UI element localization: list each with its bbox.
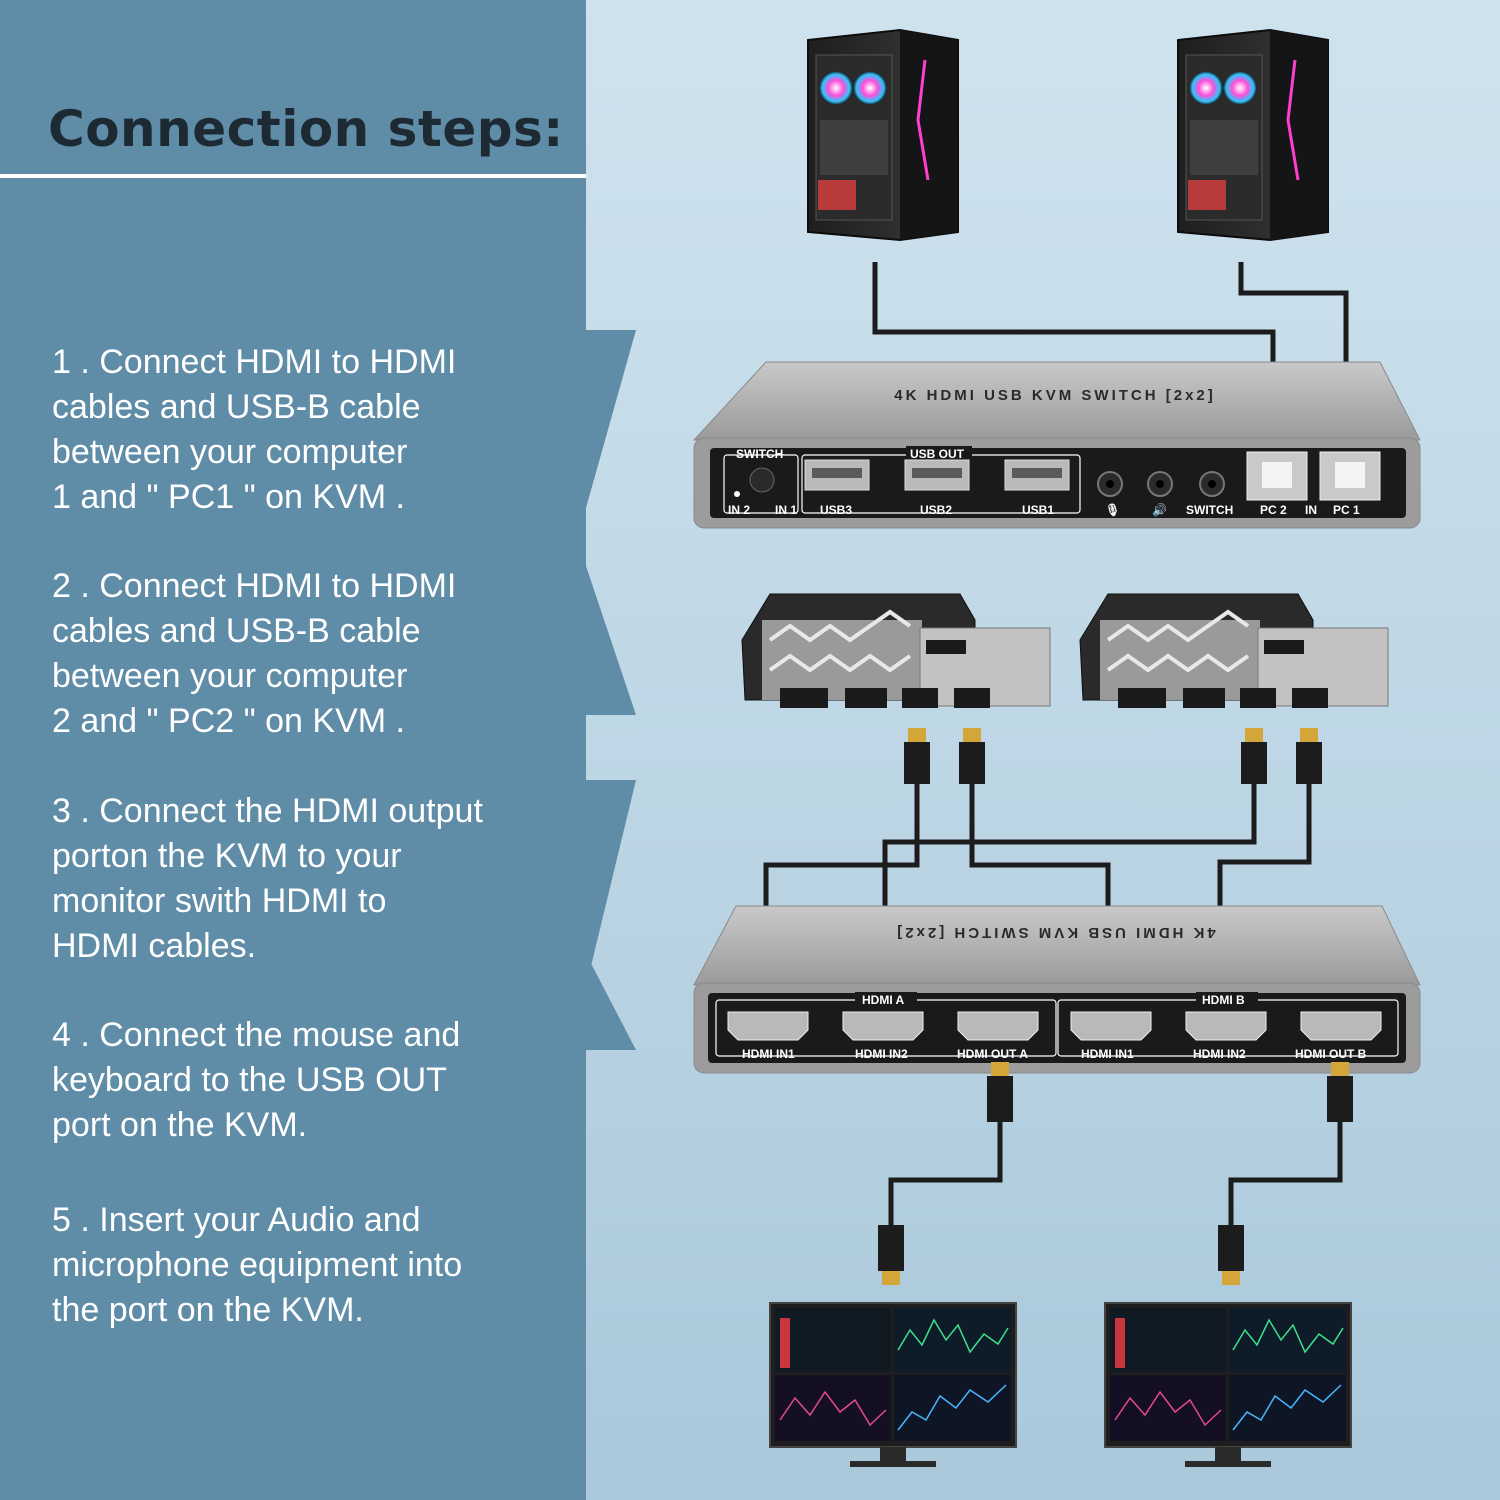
step-4-line-1: 4 . Connect the mouse and (52, 1016, 461, 1054)
step-5-line-1: 5 . Insert your Audio and (52, 1201, 421, 1239)
step-1-line-4: 1 and " PC1 " on KVM . (52, 478, 405, 516)
hdmi-output-plugs (878, 1062, 1353, 1285)
hdmi-b-in1-label: HDMI IN1 (1081, 1047, 1134, 1061)
title-divider (0, 174, 586, 178)
step-4-line-3: port on the KVM. (52, 1106, 308, 1144)
switch-button[interactable] (749, 467, 775, 493)
usb-b-cables (872, 262, 1349, 372)
step-4-line-2: keyboard to the USB OUT (52, 1061, 447, 1099)
in2-label: IN 2 (728, 503, 750, 517)
in1-label: IN 1 (775, 503, 797, 517)
hdmi-b-in2-port[interactable] (1185, 1011, 1267, 1041)
page-title: Connection steps: (48, 100, 564, 158)
switch-port-label: SWITCH (1186, 503, 1233, 517)
step-1-line-2: cables and USB-B cable (52, 388, 421, 426)
step-3-line-2: porton the KVM to your (52, 837, 402, 875)
hdmi-b-in1-port[interactable] (1070, 1011, 1152, 1041)
hdmi-kvm-brand: 4K HDMI USB KVM SWITCH [2x2] (894, 924, 1216, 941)
hdmi-out-b-port[interactable] (1300, 1011, 1382, 1041)
switch-label: SWITCH (736, 447, 783, 461)
graphics-card-1 (741, 593, 1051, 708)
step-4-pointer (584, 950, 636, 1050)
hdmi-out-b-label: HDMI OUT B (1295, 1047, 1367, 1061)
usb2-label: USB2 (920, 503, 952, 517)
step-5-line-3: the port on the KVM. (52, 1291, 364, 1329)
in-label: IN (1305, 503, 1317, 517)
hdmi-out-a-label: HDMI OUT A (957, 1047, 1028, 1061)
hdmi-a-label: HDMI A (862, 993, 905, 1007)
step-4: 4 . Connect the mouse and keyboard to th… (52, 1013, 572, 1148)
usb-kvm-brand: 4K HDMI USB KVM SWITCH [2x2] (894, 387, 1216, 404)
hdmi-b-label: HDMI B (1202, 993, 1245, 1007)
speaker-icon: 🔊 (1152, 502, 1167, 517)
usb1-label: USB1 (1022, 503, 1054, 517)
hdmi-output-cables (888, 1120, 1343, 1228)
microphone-icon: 🎙 (1105, 503, 1120, 517)
step-1: 1 . Connect HDMI to HDMI cables and USB-… (52, 340, 572, 520)
hdmi-b-in2-label: HDMI IN2 (1193, 1047, 1246, 1061)
step-2: 2 . Connect HDMI to HDMI cables and USB-… (52, 564, 572, 744)
step-3-line-1: 3 . Connect the HDMI output (52, 792, 483, 830)
hdmi-input-cables (763, 780, 1312, 915)
kvm-wiring-diagram: 4K HDMI USB KVM SWITCH [2x2] SWITCH IN 2… (692, 28, 1421, 1467)
step-1-pointer (584, 330, 636, 515)
pc2-label: PC 2 (1260, 503, 1287, 517)
usb-kvm-switch: 4K HDMI USB KVM SWITCH [2x2] SWITCH IN 2… (692, 361, 1421, 529)
hdmi-kvm-switch: 4K HDMI USB KVM SWITCH [2x2] HDMI A HDMI… (693, 905, 1421, 1074)
computer-2 (1177, 28, 1329, 242)
graphics-card-2 (1079, 593, 1389, 708)
step-3-line-4: HDMI cables. (52, 927, 257, 965)
usb3-label: USB3 (820, 503, 852, 517)
hdmi-a-in2-port[interactable] (842, 1011, 924, 1041)
computer-1 (807, 28, 959, 242)
monitor-1 (769, 1302, 1017, 1467)
step-2-line-1: 2 . Connect HDMI to HDMI (52, 567, 457, 605)
step-5-line-2: microphone equipment into (52, 1246, 463, 1284)
pc1-label: PC 1 (1333, 503, 1360, 517)
step-1-line-3: between your computer (52, 433, 408, 471)
step-3-line-3: monitor swith HDMI to (52, 882, 387, 920)
step-2-line-2: cables and USB-B cable (52, 612, 421, 650)
step-2-line-4: 2 and " PC2 " on KVM . (52, 702, 405, 740)
step-1-line-1: 1 . Connect HDMI to HDMI (52, 343, 457, 381)
step-3: 3 . Connect the HDMI output porton the K… (52, 789, 572, 969)
hdmi-a-in1-port[interactable] (727, 1011, 809, 1041)
instructions-panel (0, 0, 586, 1500)
step-2-pointer (584, 560, 636, 715)
usb-out-label: USB OUT (910, 447, 965, 461)
hdmi-a-in1-label: HDMI IN1 (742, 1047, 795, 1061)
hdmi-a-in2-label: HDMI IN2 (855, 1047, 908, 1061)
step-2-line-3: between your computer (52, 657, 408, 695)
step-5: 5 . Insert your Audio and microphone equ… (52, 1198, 572, 1333)
hdmi-out-a-port[interactable] (957, 1011, 1039, 1041)
monitor-2 (1104, 1302, 1352, 1467)
